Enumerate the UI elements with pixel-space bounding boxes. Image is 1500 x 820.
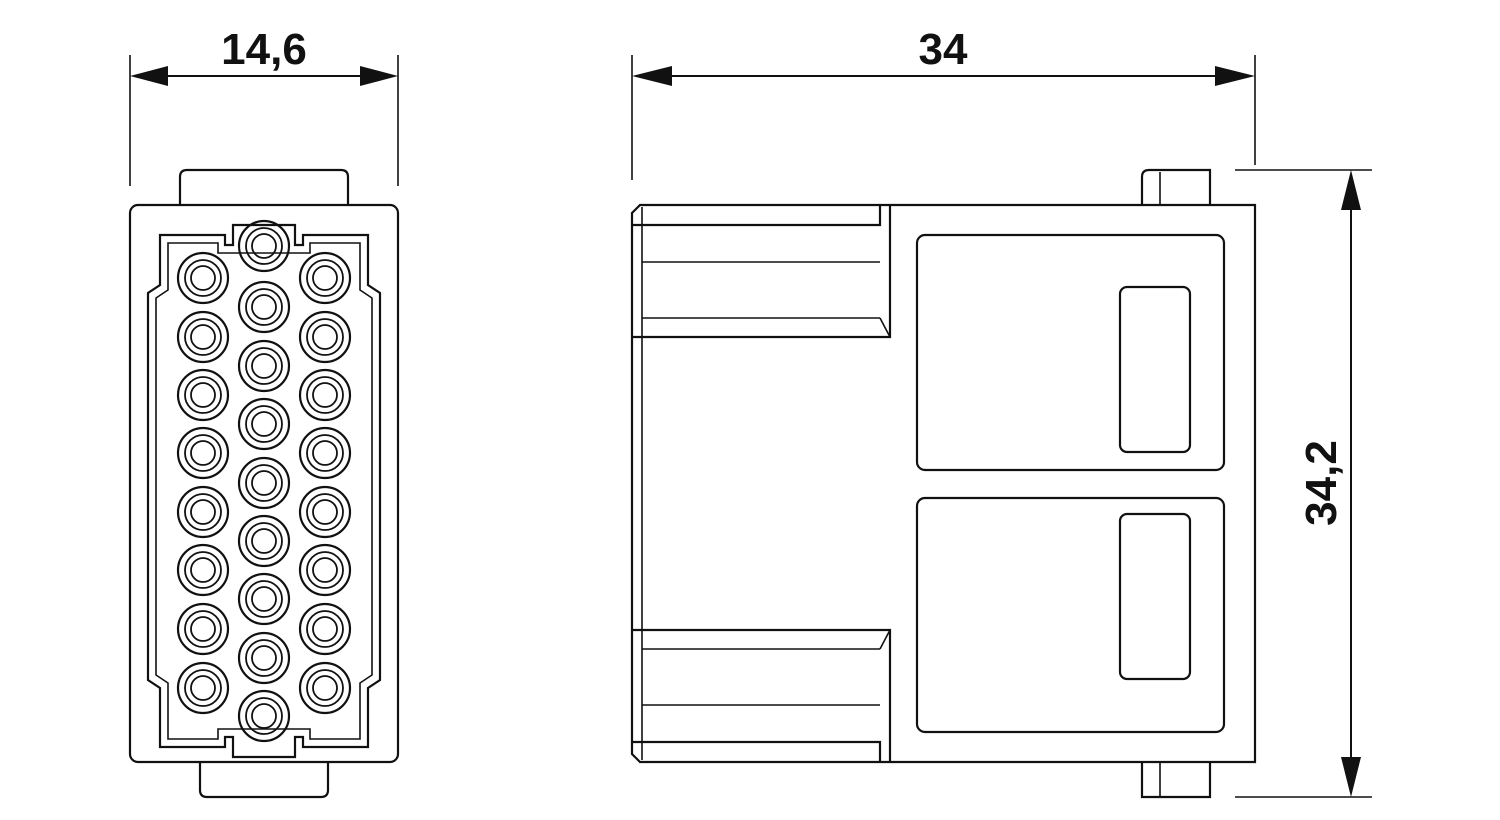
front-width-label: 14,6	[221, 25, 307, 74]
side-top-latch	[1140, 168, 1212, 205]
side-height-dimension: 34,2	[1235, 169, 1372, 798]
contact-cavity	[146, 223, 382, 759]
side-height-label: 34,2	[1297, 440, 1346, 526]
front-view: 14,6	[128, 25, 400, 799]
contact-pin	[176, 310, 230, 364]
contact-pin	[298, 310, 352, 364]
contact-pin	[237, 397, 291, 451]
front-width-dimension: 14,6	[129, 25, 399, 186]
contact-pin	[298, 661, 352, 715]
contact-pin	[298, 251, 352, 305]
upper-guide-rail	[632, 205, 892, 339]
contact-pin	[176, 251, 230, 305]
contact-pin	[237, 456, 291, 510]
contact-pin	[176, 426, 230, 480]
side-housing	[630, 203, 1257, 764]
contact-pin	[237, 631, 291, 685]
contact-pin	[176, 602, 230, 656]
contact-pin	[298, 368, 352, 422]
side-length-dimension: 34	[631, 25, 1256, 180]
contact-pin	[298, 543, 352, 597]
side-window-lower	[1118, 512, 1192, 681]
side-panel-upper	[915, 233, 1226, 472]
contact-pin	[176, 368, 230, 422]
contact-pin	[237, 219, 291, 273]
contact-pin	[176, 485, 230, 539]
side-bottom-latch	[1140, 762, 1212, 799]
side-window-upper	[1118, 285, 1192, 454]
contact-pin	[298, 602, 352, 656]
contact-pin	[298, 485, 352, 539]
bottom-tab	[198, 762, 330, 799]
side-panel-lower	[915, 496, 1226, 734]
front-housing	[128, 203, 400, 764]
side-length-label: 34	[919, 25, 968, 74]
contact-pin	[237, 689, 291, 743]
contact-pin	[237, 280, 291, 334]
contact-pin	[298, 426, 352, 480]
side-view: 34 34,2	[630, 25, 1372, 799]
contact-pin	[237, 339, 291, 393]
contact-pin	[176, 661, 230, 715]
contact-pin	[237, 514, 291, 568]
contacts-group	[176, 219, 352, 743]
lower-guide-rail	[632, 628, 892, 762]
contact-pin	[237, 572, 291, 626]
top-tab	[178, 168, 350, 205]
contact-pin	[176, 543, 230, 597]
